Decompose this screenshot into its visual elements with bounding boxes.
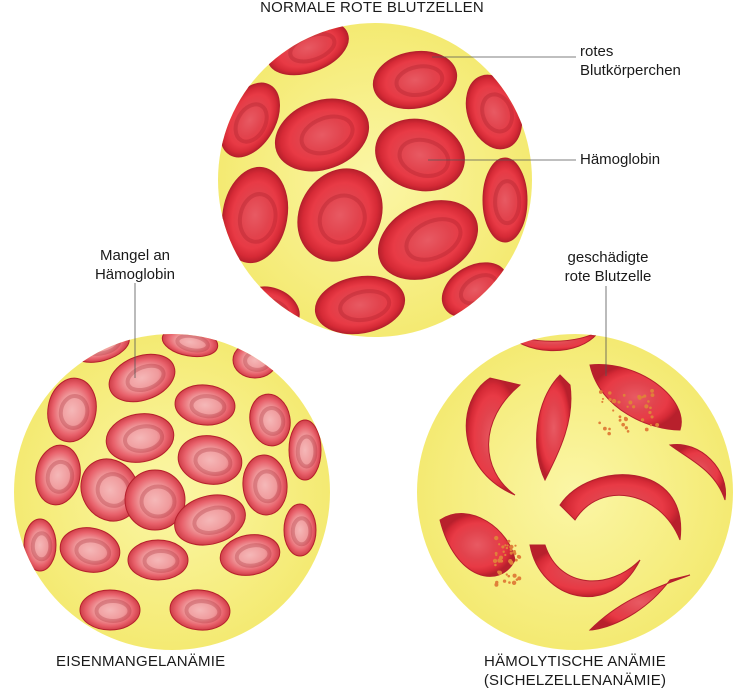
cell-debris (649, 406, 652, 409)
cell-debris (650, 415, 653, 418)
cell-debris (494, 583, 498, 587)
cell-debris (607, 432, 611, 436)
cell-debris (648, 411, 651, 414)
cell-debris (498, 543, 500, 545)
cell-debris (598, 422, 601, 425)
cell-debris (507, 545, 509, 547)
cell-debris (509, 545, 513, 549)
label-line: geschädigte (530, 248, 686, 267)
cell-debris (504, 554, 506, 556)
cell-debris (621, 423, 625, 427)
cell-debris (497, 570, 500, 573)
cell-debris (506, 547, 508, 549)
cell-debris (500, 560, 503, 563)
label-red-blood-cell: rotes Blutkörperchen (580, 42, 681, 80)
cell-debris (625, 426, 628, 429)
cell-debris (514, 545, 516, 547)
cell-debris (501, 545, 504, 548)
cell-debris (603, 427, 607, 431)
cell-debris (645, 428, 649, 432)
cell-debris (608, 398, 611, 401)
cell-debris (504, 544, 506, 546)
cell-debris (517, 576, 521, 580)
cell-debris (507, 575, 510, 578)
cell-debris (599, 390, 603, 394)
cell-debris (517, 555, 521, 559)
caption-iron-deficiency: EISENMANGELANÄMIE (56, 652, 225, 671)
cell-debris (626, 406, 628, 408)
caption-hemolytic: HÄMOLYTISCHE ANÄMIE (SICHELZELLENANÄMIE) (450, 652, 700, 690)
cell-debris (647, 400, 650, 403)
cell-debris (637, 395, 641, 399)
cell-debris (493, 559, 497, 563)
cell-debris (651, 393, 655, 397)
label-damaged-cell: geschädigte rote Blutzelle (530, 248, 686, 286)
cell-debris (617, 401, 620, 404)
cell-debris (624, 417, 628, 421)
cell-debris (502, 551, 504, 553)
sickle-cell-circle (417, 330, 733, 650)
cell-debris (619, 419, 621, 421)
cell-debris (602, 398, 604, 400)
cell-debris (503, 579, 506, 582)
cell-debris (513, 552, 516, 555)
iron-deficiency-circle (14, 322, 330, 650)
cell-debris (641, 418, 644, 421)
cell-debris (508, 559, 512, 563)
cell-debris (650, 389, 654, 393)
cell-debris (513, 574, 517, 578)
cell-debris (601, 401, 603, 403)
cell-debris (512, 581, 516, 585)
pale-red-blood-cell (233, 342, 277, 378)
cell-debris (628, 401, 632, 405)
normal-cells-circle (208, 11, 532, 341)
cell-debris (619, 415, 622, 418)
cell-debris (612, 409, 614, 411)
label-lack-of-hemoglobin: Mangel an Hämoglobin (60, 246, 210, 284)
cell-debris (632, 405, 635, 408)
cell-debris (508, 581, 511, 584)
label-line: Hämoglobin (60, 265, 210, 284)
cell-debris (650, 424, 652, 426)
cell-debris (608, 428, 611, 431)
label-line: Blutkörperchen (580, 61, 681, 80)
label-line: rote Blutzelle (530, 267, 686, 286)
cell-debris (644, 404, 648, 408)
cell-debris (494, 536, 498, 540)
caption-line: HÄMOLYTISCHE ANÄMIE (450, 652, 700, 671)
cell-debris (655, 423, 659, 427)
cell-debris (612, 399, 616, 403)
cell-debris (515, 559, 518, 562)
cell-debris (508, 540, 511, 543)
label-line: Mangel an (60, 246, 210, 265)
cell-debris (608, 391, 611, 394)
title: NORMALE ROTE BLUTZELLEN (0, 0, 744, 17)
label-line: rotes (580, 42, 681, 61)
cell-debris (494, 564, 497, 567)
cell-debris (495, 552, 498, 555)
cell-debris (510, 552, 513, 555)
label-hemoglobin: Hämoglobin (580, 150, 660, 169)
cell-debris (506, 573, 508, 575)
cell-debris (627, 430, 630, 433)
cell-debris (623, 394, 626, 397)
caption-line: (SICHELZELLENANÄMIE) (450, 671, 700, 690)
cell-debris (641, 396, 643, 398)
